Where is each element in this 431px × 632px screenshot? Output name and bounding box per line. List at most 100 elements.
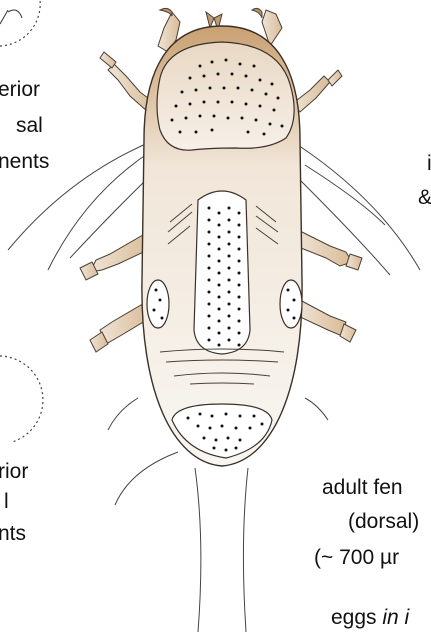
label-adult-3: (~ 700 µr (314, 546, 399, 569)
label-eggs: eggs in i (331, 606, 411, 629)
pore-dot (215, 439, 218, 442)
pore-dot (241, 117, 244, 120)
pore-dot (218, 308, 221, 311)
pore-dot (218, 272, 221, 275)
pore-dot (208, 291, 211, 294)
pore-dot (228, 303, 231, 306)
pore-dot (247, 131, 250, 134)
pore-dot (195, 131, 198, 134)
pore-dot (208, 255, 211, 258)
shield-plate-anterior (157, 42, 294, 150)
pore-dot (228, 243, 231, 246)
pore-dot (217, 73, 220, 76)
pore-dot (238, 296, 241, 299)
pore-dot (228, 279, 231, 282)
pore-dot (208, 219, 211, 222)
pore-dot (239, 415, 242, 418)
pore-dot (203, 437, 206, 440)
pore-dot (228, 291, 231, 294)
pore-dot (203, 101, 206, 104)
pore-dot (161, 317, 164, 320)
pore-dot (218, 260, 221, 263)
label-posterior-2: l (4, 490, 9, 513)
pore-dot (185, 117, 188, 120)
pore-dot (238, 332, 241, 335)
pore-dot (231, 73, 234, 76)
pore-dot (218, 248, 221, 251)
pore-dot (221, 425, 224, 428)
pore-dot (218, 320, 221, 323)
pore-dot (208, 339, 211, 342)
pore-dot (245, 103, 248, 106)
pore-dot (245, 75, 248, 78)
pore-dot (269, 123, 272, 126)
pore-dot (228, 255, 231, 258)
pore-dot (225, 449, 228, 452)
pore-dot (209, 87, 212, 90)
label-adult-2: (dorsal) (348, 510, 419, 533)
pore-dot (227, 437, 230, 440)
pore-dot (238, 344, 241, 347)
pore-dot (287, 289, 290, 292)
shield-plate-left (147, 280, 169, 328)
pore-dot (197, 425, 200, 428)
pore-dot (238, 224, 241, 227)
pore-dot (218, 236, 221, 239)
pore-dot (239, 63, 242, 66)
label-posterior-1: rior (0, 460, 28, 483)
pore-dot (187, 417, 190, 420)
pore-dot (293, 317, 296, 320)
pore-dot (159, 299, 162, 302)
label-eggs-italic: in i (382, 606, 410, 629)
pore-dot (211, 129, 214, 132)
pore-dot (203, 75, 206, 78)
pore-dot (217, 101, 220, 104)
circle-dotted-bottom (0, 356, 43, 442)
pore-dot (155, 289, 158, 292)
pore-dot (228, 207, 231, 210)
label-adult-1: adult fen (322, 476, 403, 499)
label-anterior-3: nents (0, 150, 49, 173)
pore-dot (208, 243, 211, 246)
pore-dot (238, 272, 241, 275)
pore-dot (211, 415, 214, 418)
pore-dot (208, 231, 211, 234)
leg-segment-left (80, 232, 152, 352)
pore-dot (199, 115, 202, 118)
pore-dot (265, 93, 268, 96)
pore-dot (238, 212, 241, 215)
pore-dot (199, 65, 202, 68)
pore-dot (227, 117, 230, 120)
leg-segment-right (296, 230, 362, 342)
pore-dot (209, 427, 212, 430)
pore-dot (237, 87, 240, 90)
pore-dot (251, 89, 254, 92)
pore-dot (259, 79, 262, 82)
pore-dot (195, 89, 198, 92)
shield-plate-central (194, 191, 250, 354)
label-posterior-3: nts (0, 522, 26, 545)
pore-dot (238, 260, 241, 263)
pore-dot (189, 103, 192, 106)
pore-dot (175, 105, 178, 108)
label-right-2: & (418, 186, 431, 209)
pore-dot (228, 231, 231, 234)
pore-dot (228, 315, 231, 318)
pore-dot (239, 439, 242, 442)
pore-dot (249, 427, 252, 430)
pore-dot (208, 303, 211, 306)
pore-dot (153, 309, 156, 312)
pore-dot (293, 299, 296, 302)
pore-dot (238, 284, 241, 287)
pore-dot (189, 77, 192, 80)
pore-dot (218, 212, 221, 215)
pore-dot (211, 61, 214, 64)
pore-dot (235, 427, 238, 430)
label-eggs-prefix: eggs (331, 606, 382, 629)
circle-dotted-top (0, 0, 40, 46)
pore-dot (281, 125, 284, 128)
pore-dot (231, 101, 234, 104)
pore-dot (263, 133, 266, 136)
pore-dot (208, 207, 211, 210)
pore-dot (213, 115, 216, 118)
